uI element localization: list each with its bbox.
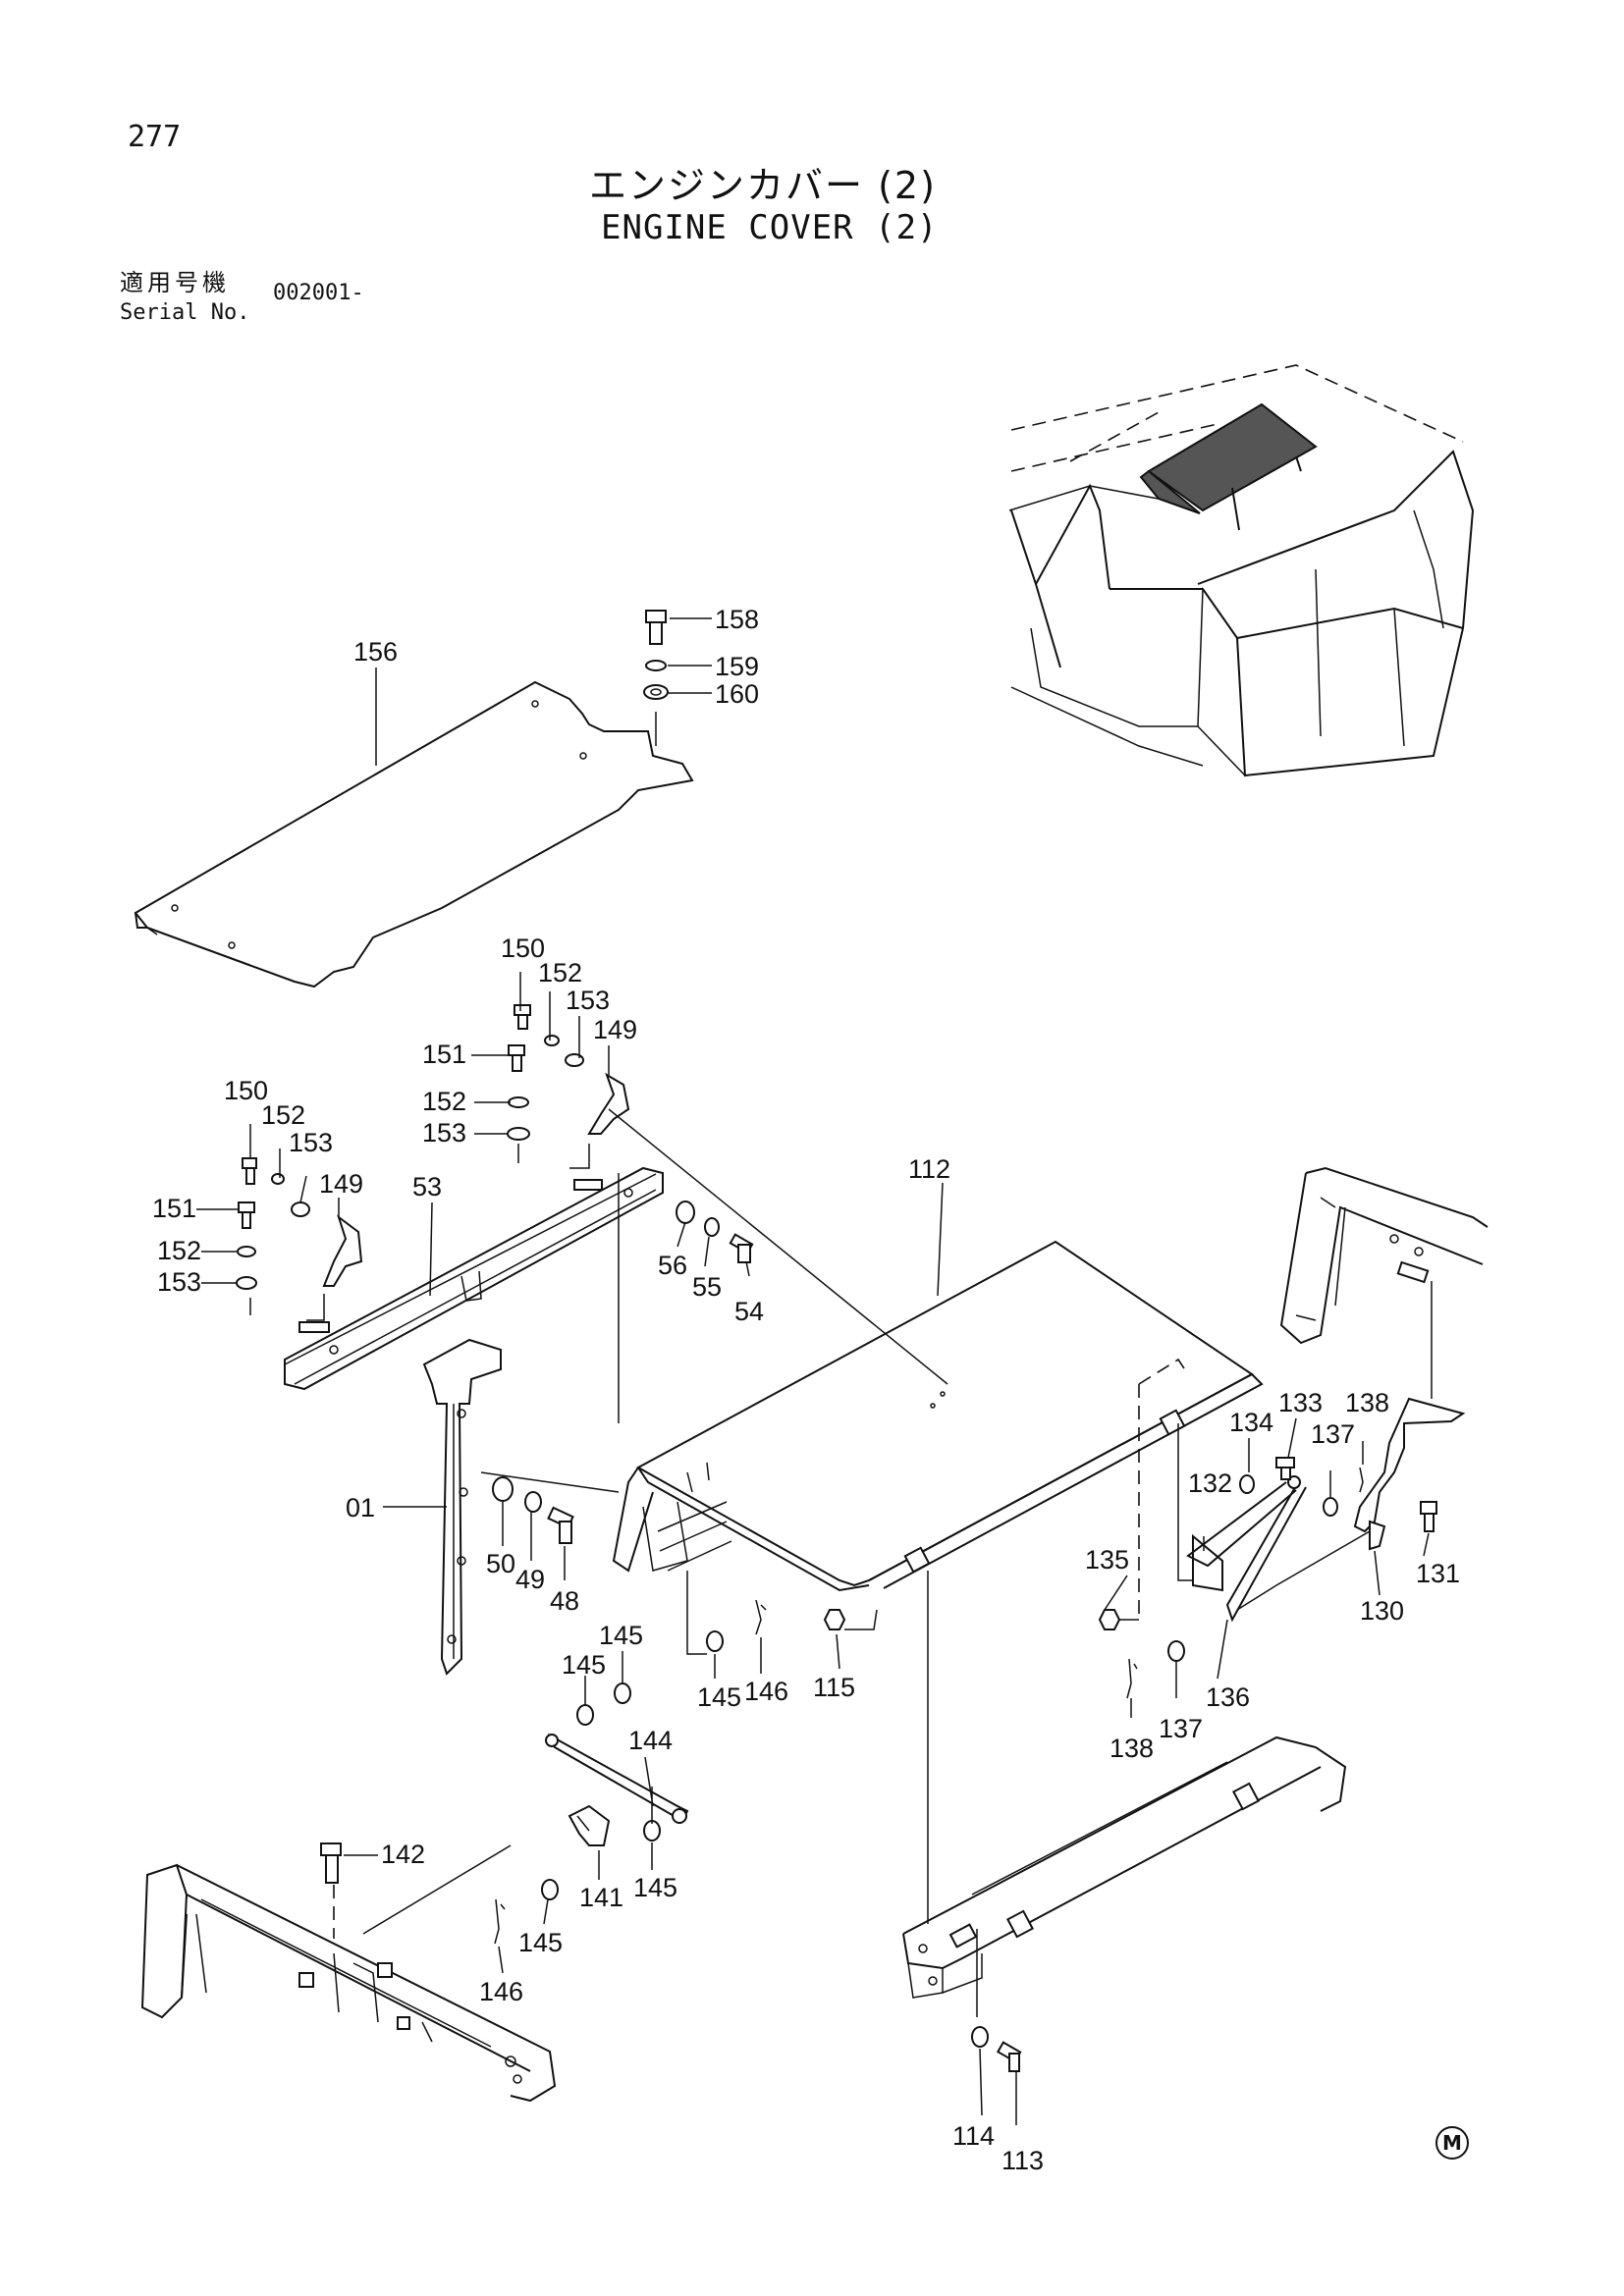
callout-142: 142 [381,1840,425,1869]
hinge-assembly-left [236,1004,630,1321]
leader-lines [196,617,1430,2125]
callout-158: 158 [715,605,759,634]
callout-48: 48 [550,1586,579,1616]
rod-144 [545,1733,689,1824]
callout-145: 145 [697,1682,741,1712]
serial-label-japanese: 適用号機 [120,269,230,296]
callout-153: 153 [422,1118,466,1148]
callout-156: 156 [353,637,398,667]
callout-153: 153 [289,1128,333,1157]
callout-labels: 156 158 159 160 150 152 153 149 151 152 … [152,605,1460,2175]
callout-136: 136 [1206,1682,1250,1712]
callout-138: 138 [1110,1734,1154,1763]
pins-145-146 [576,1571,878,1726]
callout-130: 130 [1360,1596,1404,1626]
callout-115: 115 [813,1673,855,1702]
callout-49: 49 [515,1565,545,1594]
callout-145: 145 [599,1621,643,1650]
callout-146: 146 [479,1977,523,2006]
callout-55: 55 [692,1272,722,1302]
callout-141: 141 [579,1883,623,1912]
callout-150: 150 [501,934,545,963]
callout-135: 135 [1085,1545,1129,1575]
callout-145: 145 [633,1873,677,1902]
serial-value: 002001- [273,281,364,305]
callout-150: 150 [224,1076,268,1105]
title-japanese: エンジンカバー (2) [589,164,937,207]
support-bar-53 [284,1166,664,1391]
callout-137: 137 [1159,1714,1203,1743]
manufacturer-mark: M [1435,2126,1469,2160]
callout-138: 138 [1345,1388,1389,1417]
bracket-01 [422,1338,620,1676]
engine-cover-112 [608,1108,1264,1592]
callout-149: 149 [319,1169,363,1199]
callout-145: 145 [562,1650,606,1680]
callout-153: 153 [157,1267,201,1297]
callout-160: 160 [715,679,759,709]
callout-112: 112 [908,1154,950,1184]
callout-152: 152 [261,1100,305,1130]
callout-152: 152 [422,1087,466,1116]
fasteners-54-56 [676,1201,754,1263]
left-frame [140,1804,661,2103]
callout-149: 149 [593,1015,637,1044]
callout-113: 113 [1001,2146,1044,2175]
callout-145: 145 [518,1928,563,1957]
callout-54: 54 [734,1297,764,1326]
page-number: 277 [128,120,182,154]
callout-56: 56 [658,1251,687,1280]
callout-144: 144 [628,1726,673,1755]
right-upper-frame [1279,1166,1489,1399]
callout-114: 114 [952,2121,995,2151]
callout-151: 151 [152,1194,196,1223]
callout-152: 152 [157,1236,201,1265]
callout-146: 146 [744,1677,788,1706]
title-english: ENGINE COVER (2) [601,208,939,247]
right-lower-frame [902,1571,1347,2072]
callout-152: 152 [538,958,582,988]
callout-153: 153 [566,986,610,1015]
bolt-158 [643,610,669,746]
callout-50: 50 [486,1549,515,1578]
machine-overview-inset [1008,364,1475,777]
callout-131: 131 [1416,1559,1460,1588]
callout-137: 137 [1311,1419,1355,1449]
callout-01: 01 [346,1493,375,1522]
serial-label: Serial No. [120,300,250,325]
rod-assembly-right [1098,1384,1466,1699]
callout-159: 159 [715,652,759,681]
cover-panel-156 [134,680,694,988]
callout-134: 134 [1229,1408,1273,1437]
callout-132: 132 [1188,1468,1232,1498]
callout-133: 133 [1278,1388,1323,1417]
callout-151: 151 [422,1040,466,1069]
callout-53: 53 [412,1172,442,1201]
